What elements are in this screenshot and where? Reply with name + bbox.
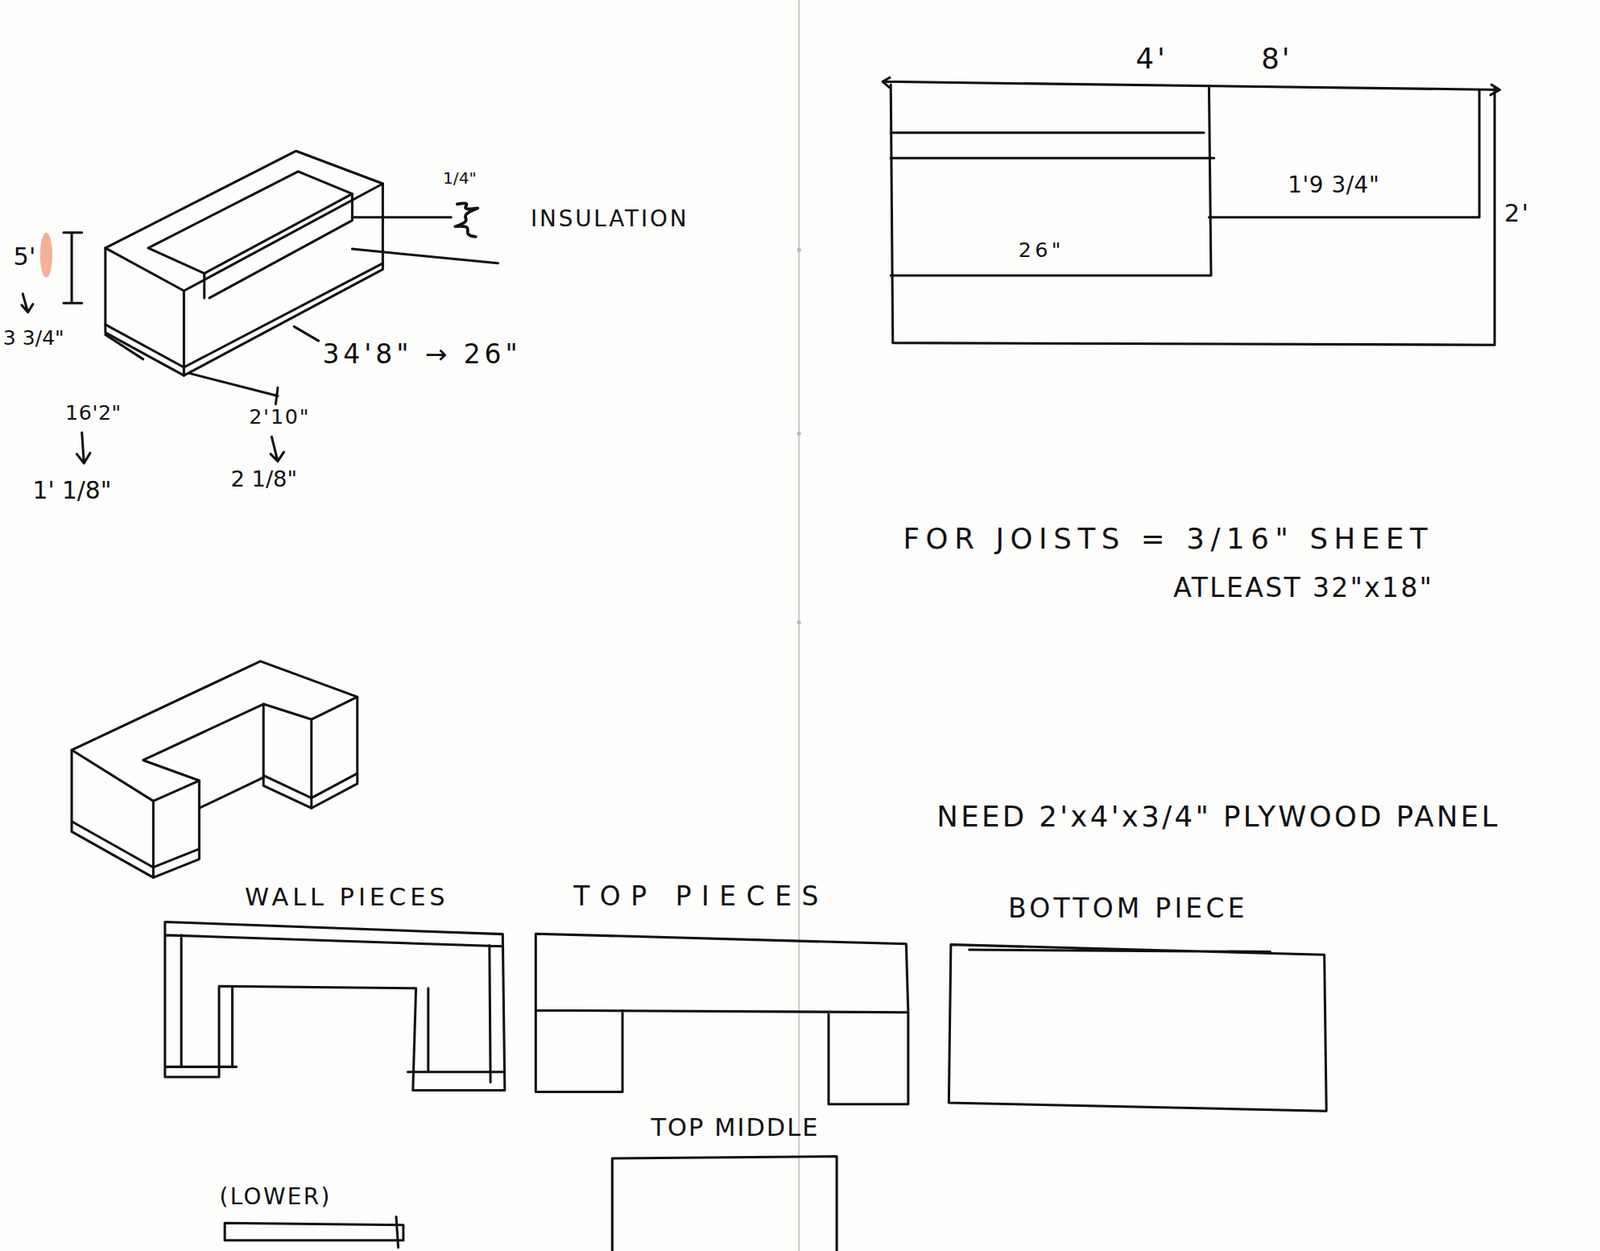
piece-heading: WALL PIECES bbox=[244, 883, 449, 910]
sketch-stroke bbox=[797, 620, 802, 625]
sketch-stroke bbox=[293, 326, 319, 341]
material-label: INSULATION bbox=[530, 206, 689, 232]
sketch-stroke bbox=[263, 773, 358, 798]
piece-heading: BOTTOM PIECE bbox=[1008, 893, 1249, 923]
sketch-stroke bbox=[311, 696, 358, 808]
u-shape-sketch bbox=[71, 661, 358, 878]
piece-group: WALL PIECES bbox=[157, 881, 510, 1099]
wall-piece-outline bbox=[165, 921, 505, 1090]
sketch-stroke bbox=[71, 821, 199, 868]
sketch-stroke bbox=[797, 0, 800, 1251]
sketch-stroke bbox=[351, 248, 498, 264]
sketch-stroke bbox=[105, 248, 185, 368]
sketch-stroke bbox=[1208, 89, 1480, 217]
sketch-stroke bbox=[105, 334, 144, 359]
dimension-label: 2'10" bbox=[248, 405, 311, 429]
sketch-stroke bbox=[76, 432, 90, 464]
dimension-label: 1/4" bbox=[442, 169, 477, 187]
sketch-stroke bbox=[454, 202, 478, 237]
dimension-label: 16'2" bbox=[65, 401, 122, 425]
sketch-stroke bbox=[190, 373, 278, 405]
dimension-label: 34'8" → 26" bbox=[322, 339, 521, 369]
lower-piece-outline bbox=[224, 1216, 404, 1248]
top-piece-outline bbox=[535, 933, 909, 1104]
piece-group: TOP PIECES bbox=[530, 879, 914, 1110]
sketch-stroke bbox=[204, 194, 353, 298]
sketch-stroke bbox=[351, 215, 451, 219]
sketch-stroke bbox=[797, 248, 802, 253]
top-middle-outline bbox=[611, 1156, 837, 1251]
dimension-label: 8' bbox=[1260, 42, 1292, 75]
dimension-label: 3 3/4" bbox=[3, 326, 65, 350]
sketch-stroke bbox=[270, 436, 284, 461]
dimension-label: 2 1/8" bbox=[230, 467, 298, 492]
sketch-stroke bbox=[63, 232, 83, 303]
sketch-stroke bbox=[152, 780, 199, 877]
notebook-spine bbox=[797, 0, 802, 1251]
sketch-stroke bbox=[198, 777, 264, 808]
sketch-stroke bbox=[71, 661, 358, 802]
sketch-stroke bbox=[71, 749, 153, 877]
sketch-stroke bbox=[890, 84, 1495, 345]
sketch-stroke bbox=[890, 87, 1215, 276]
dimension-label: 5' bbox=[12, 243, 36, 270]
top-piece-outline bbox=[530, 879, 914, 1110]
note-text: ATLEAST 32"x18" bbox=[1173, 573, 1434, 603]
sketch-stroke bbox=[182, 290, 186, 376]
bottom-piece-outline bbox=[949, 943, 1328, 1111]
piece-heading: TOP PIECES bbox=[573, 881, 829, 911]
sketch-stroke bbox=[797, 431, 802, 436]
dimension-label: 4' bbox=[1135, 42, 1169, 75]
plywood-cut-layout bbox=[882, 77, 1500, 345]
color-smudge bbox=[40, 232, 53, 278]
dimension-lines bbox=[21, 202, 478, 464]
piece-group: (LOWER) bbox=[216, 1183, 409, 1249]
dimension-label: 2' bbox=[1504, 199, 1531, 227]
piece-heading: (LOWER) bbox=[219, 1184, 331, 1210]
sketch-stroke bbox=[263, 703, 312, 808]
piece-group: BOTTOM PIECE bbox=[943, 892, 1332, 1115]
sketch-stroke bbox=[148, 171, 352, 274]
bottom-piece-outline bbox=[943, 892, 1332, 1115]
dimension-label: 26" bbox=[1018, 239, 1065, 262]
dimension-label: 1' 1/8" bbox=[33, 477, 112, 505]
piece-heading: TOP MIDDLE bbox=[650, 1113, 819, 1141]
sketch-stroke bbox=[21, 293, 34, 313]
note-text: FOR JOISTS = 3/16" SHEET bbox=[902, 522, 1434, 555]
sketch-stroke bbox=[105, 150, 384, 291]
piece-group: TOP MIDDLE bbox=[607, 1112, 842, 1251]
dimension-label: 1'9 3/4" bbox=[1287, 173, 1380, 199]
sketch-stroke bbox=[882, 77, 1500, 96]
note-text: NEED 2'x4'x3/4" PLYWOOD PANEL bbox=[936, 800, 1501, 832]
wall-piece-outline bbox=[157, 881, 510, 1099]
